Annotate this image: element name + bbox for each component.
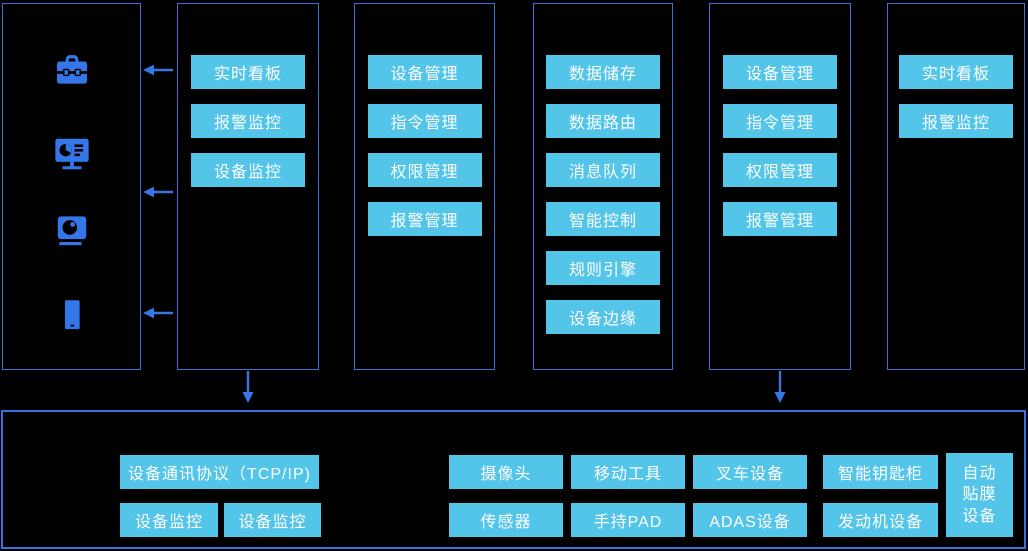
node-realtime-dashboard: 实时看板 (899, 55, 1013, 89)
node-command-management: 指令管理 (723, 104, 837, 138)
management-panel-left: 设备管理 指令管理 权限管理 报警管理 (354, 3, 495, 370)
node-handheld-pad: 手持PAD (571, 503, 685, 537)
node-data-routing: 数据路由 (546, 104, 660, 138)
dashboard-monitor-icon (53, 134, 91, 177)
node-realtime-dashboard: 实时看板 (191, 55, 305, 89)
node-sensor: 传感器 (449, 503, 563, 537)
node-device-management: 设备管理 (723, 55, 837, 89)
node-message-queue: 消息队列 (546, 153, 660, 187)
node-alarm-monitoring: 报警监控 (899, 104, 1013, 138)
node-adas-device: ADAS设备 (693, 503, 807, 537)
node-intelligent-control: 智能控制 (546, 202, 660, 236)
camera-icon (53, 211, 91, 254)
node-engine-device: 发动机设备 (823, 503, 938, 537)
node-device-monitoring: 设备监控 (191, 153, 305, 187)
smartphone-icon (55, 298, 89, 337)
node-device-monitoring: 设备监控 (120, 503, 218, 537)
arrow-left-icon (142, 185, 174, 204)
platform-core-panel: 数据储存 数据路由 消息队列 智能控制 规则引擎 设备边缘 (533, 3, 673, 370)
dashboard-panel-right: 实时看板 报警监控 (887, 3, 1025, 370)
node-forklift-device: 叉车设备 (693, 455, 807, 489)
node-rule-engine: 规则引擎 (546, 251, 660, 285)
node-permission-management: 权限管理 (367, 153, 482, 187)
node-camera-device: 摄像头 (449, 455, 563, 489)
node-device-edge: 设备边缘 (546, 300, 660, 334)
node-command-management: 指令管理 (367, 104, 482, 138)
node-permission-management: 权限管理 (723, 153, 837, 187)
arrow-down-icon (241, 371, 255, 409)
arrow-left-icon (142, 306, 174, 325)
node-data-storage: 数据储存 (546, 55, 660, 89)
node-device-management: 设备管理 (367, 55, 482, 89)
node-mobile-tool: 移动工具 (571, 455, 685, 489)
node-alarm-management: 报警管理 (367, 202, 482, 236)
node-smart-key-cabinet: 智能钥匙柜 (823, 455, 938, 489)
node-auto-film-device: 自动 贴膜 设备 (946, 453, 1013, 537)
arrow-down-icon (773, 371, 787, 409)
node-alarm-monitoring: 报警监控 (191, 104, 305, 138)
management-panel-right: 设备管理 指令管理 权限管理 报警管理 (709, 3, 851, 370)
node-device-monitoring: 设备监控 (224, 503, 321, 537)
toolbox-icon (53, 52, 91, 95)
device-layer-panel: 设备通讯协议（TCP/IP) 设备监控 设备监控 摄像头 移动工具 叉车设备 智… (1, 410, 1026, 549)
node-device-protocol-tcpip: 设备通讯协议（TCP/IP) (120, 455, 319, 489)
client-terminals-panel (2, 3, 141, 370)
node-alarm-management: 报警管理 (723, 202, 837, 236)
arrow-left-icon (142, 63, 174, 82)
monitoring-panel: 实时看板 报警监控 设备监控 (177, 3, 319, 370)
